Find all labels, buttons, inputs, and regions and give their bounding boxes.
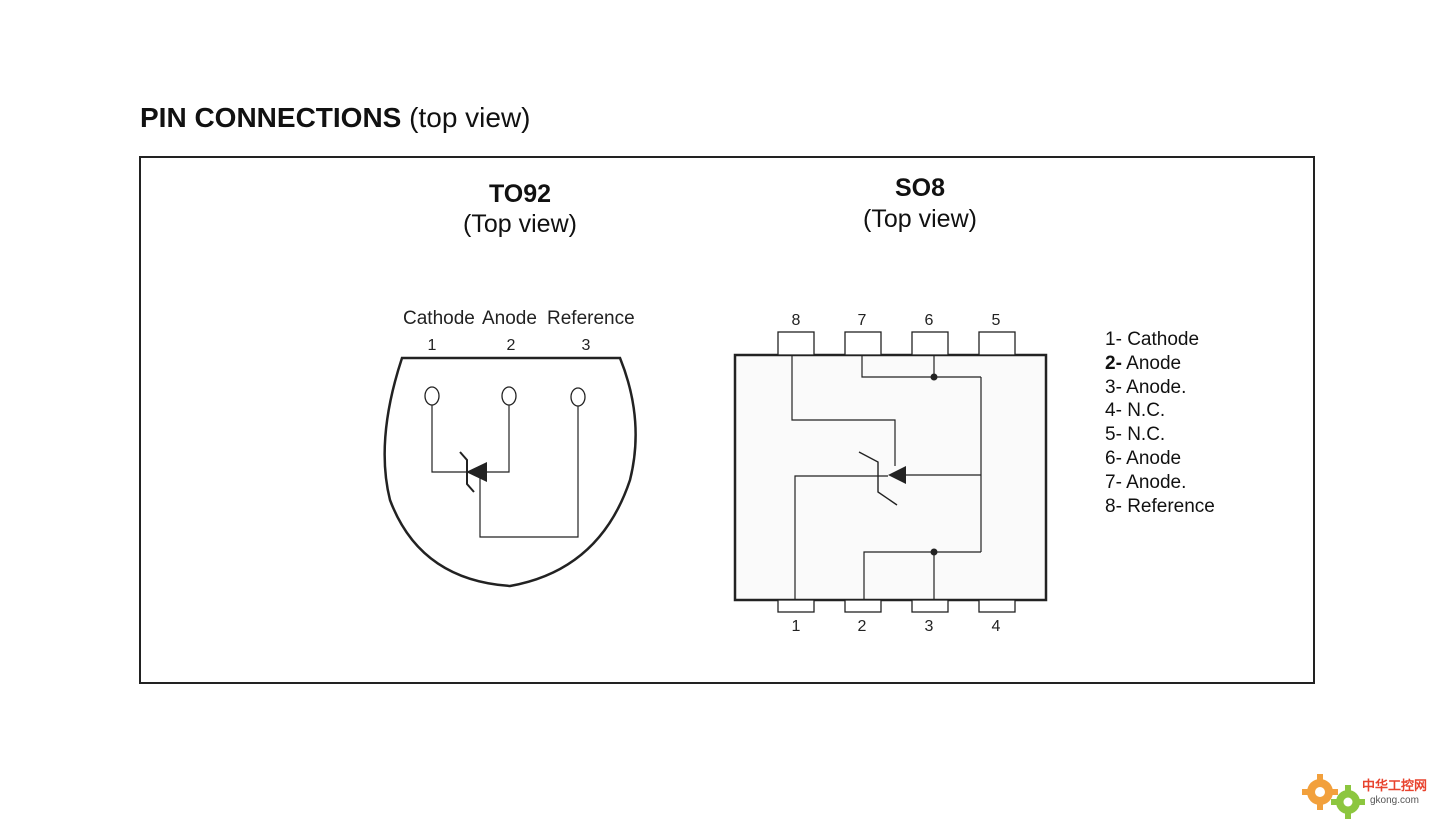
to92-wire-cathode [431, 405, 466, 473]
so8-wire-anode-bottom [863, 551, 981, 600]
so8-pin-6 [911, 331, 949, 356]
so8-pin-3 [911, 599, 949, 613]
to92-body-outline [383, 356, 637, 588]
legend-name: Anode. [1126, 376, 1187, 398]
so8-top-pin-number-6: 6 [925, 312, 934, 329]
to92-title: TO92 [488, 180, 552, 208]
to92-zener-bar [459, 451, 475, 493]
so8-bottom-pin-number-1: 1 [792, 618, 801, 635]
green-gear-icon [1331, 785, 1365, 819]
legend-row-4: 4- N.C. [1105, 399, 1215, 423]
to92-pin-pad-1 [424, 386, 440, 406]
to92-wire-anode [487, 405, 510, 473]
legend-row-6: 6- Anode [1105, 447, 1215, 471]
so8-zener-triangle [888, 466, 906, 484]
orange-gear-icon [1302, 774, 1338, 810]
so8-package [733, 331, 1048, 613]
so8-pin-5 [978, 331, 1016, 356]
legend-row-3: 3- Anode. [1105, 376, 1215, 400]
so8-wire-cathode [794, 475, 888, 600]
to92-pin-number-2: 2 [507, 337, 516, 354]
gkong-watermark-logo: 中华工控网 gkong.com [1302, 774, 1427, 819]
legend-name: N.C. [1127, 400, 1166, 422]
legend-num: 2- [1105, 352, 1122, 374]
watermark-url-text: gkong.com [1370, 795, 1419, 806]
so8-top-pin-number-7: 7 [858, 312, 867, 329]
legend-name: Reference [1127, 495, 1215, 517]
so8-pin-2 [844, 599, 882, 613]
so8-bottom-pin-number-2: 2 [858, 618, 867, 635]
section-heading: PIN CONNECTIONS (top view) [140, 102, 531, 134]
to92-pin-pad-2 [501, 386, 517, 406]
to92-pin-name-1: Cathode [403, 308, 475, 329]
so8-bottom-pin-number-3: 3 [925, 618, 934, 635]
diagram-frame [139, 156, 1315, 684]
so8-top-pin-number-5: 5 [992, 312, 1001, 329]
pin-legend: 1- Cathode 2- Anode 3- Anode. 4- N.C. 5-… [1105, 328, 1215, 518]
so8-pin-8 [777, 331, 815, 356]
so8-pin-1 [777, 599, 815, 613]
legend-row-7: 7- Anode. [1105, 471, 1215, 495]
to92-subtitle: (Top view) [463, 210, 577, 238]
legend-num: 1- [1105, 329, 1122, 350]
so8-bottom-pin-number-4: 4 [992, 618, 1001, 635]
legend-num: 8- [1105, 495, 1122, 517]
heading-normal: (top view) [409, 102, 531, 133]
so8-junction-dot-bottom [930, 548, 938, 556]
legend-name: Anode. [1126, 471, 1187, 493]
so8-wire-reference [791, 355, 896, 466]
to92-pin-name-2: Anode [482, 308, 537, 329]
legend-name: Anode [1126, 447, 1182, 469]
watermark-cn-text: 中华工控网 [1362, 778, 1427, 794]
so8-top-pin-number-8: 8 [792, 312, 801, 329]
legend-name: Cathode [1127, 329, 1200, 350]
so8-pin-7 [844, 331, 882, 356]
legend-num: 7- [1105, 471, 1122, 493]
so8-zener-bar [858, 451, 898, 506]
legend-name: N.C. [1127, 424, 1166, 446]
so8-subtitle: (Top view) [863, 205, 977, 233]
legend-row-5: 5- N.C. [1105, 423, 1215, 447]
so8-pin-4 [978, 599, 1016, 613]
heading-bold: PIN CONNECTIONS [140, 102, 402, 133]
legend-num: 5- [1105, 424, 1122, 446]
to92-pin-number-3: 3 [582, 337, 591, 354]
legend-row-2: 2- Anode [1105, 352, 1215, 376]
legend-num: 6- [1105, 447, 1122, 469]
legend-num: 4- [1105, 400, 1122, 422]
to92-labels: Cathode Anode Reference 1 2 3 [403, 308, 635, 354]
so8-junction-dot-top [930, 373, 938, 381]
to92-zener-triangle [466, 462, 487, 482]
to92-pin-pad-3 [570, 387, 586, 407]
legend-row-8: 8- Reference [1105, 495, 1215, 519]
to92-wire-reference [479, 406, 579, 538]
to92-pin-name-3: Reference [547, 308, 635, 329]
legend-row-1: 1- Cathode [1105, 328, 1215, 352]
to92-package [383, 356, 637, 588]
to92-pin-number-1: 1 [428, 337, 437, 354]
legend-name: Anode [1126, 352, 1182, 374]
so8-body [733, 353, 1048, 602]
so8-title: SO8 [894, 174, 946, 202]
legend-num: 3- [1105, 376, 1122, 398]
so8-wire-anode-top [861, 355, 981, 378]
so8-labels: 8 7 6 5 1 2 3 4 [792, 312, 1001, 635]
